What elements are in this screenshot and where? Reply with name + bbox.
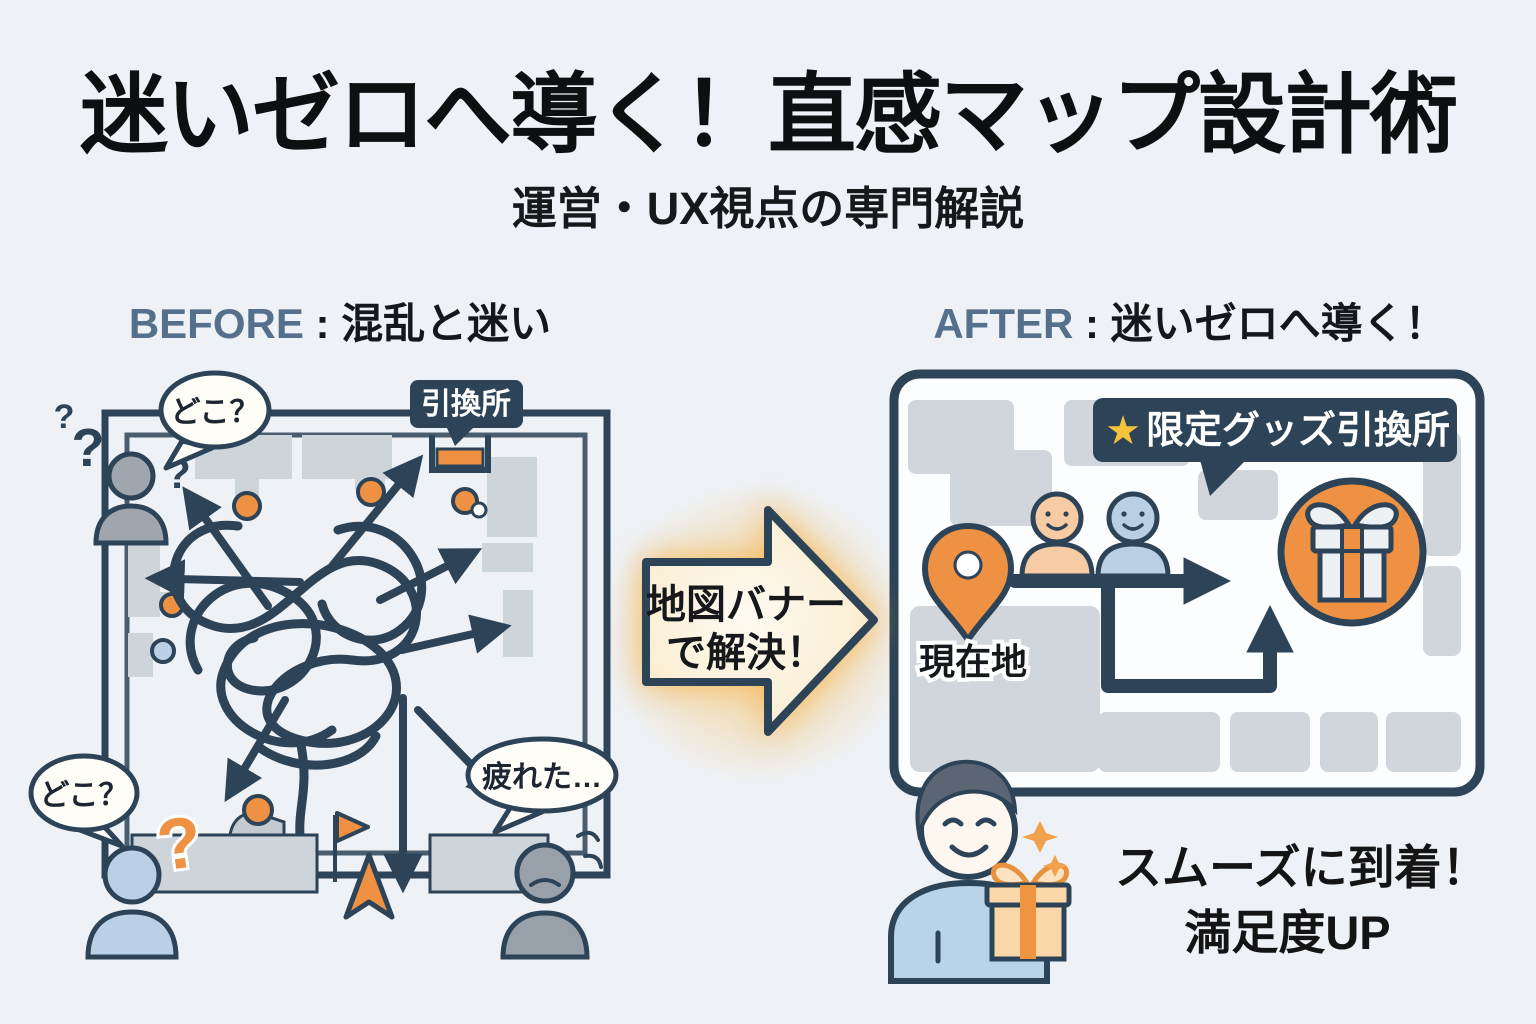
- staff-head-icon: [242, 794, 274, 826]
- arrow-east2-icon: [398, 614, 512, 654]
- attendant-head-icon: [451, 487, 479, 515]
- after-separator: :: [1073, 300, 1111, 347]
- visitor-blue: [1095, 491, 1171, 579]
- sparkle-icon: [1022, 821, 1058, 853]
- arrow-northwest-icon: [182, 486, 272, 610]
- booth-right-1: [487, 457, 537, 537]
- arrow-southwest-icon: [224, 696, 289, 803]
- visitor-peach: [1019, 491, 1095, 579]
- map-block: [1320, 712, 1378, 772]
- map-pin-icon: [921, 522, 1015, 646]
- result-text: スムーズに到着！ 満足度UP: [1115, 836, 1489, 966]
- after-map-illustration: ★ 限定グッズ引換所 現在地: [889, 369, 1485, 797]
- visitor-dot-icon: [150, 638, 176, 664]
- question-mark-icon: ?: [72, 418, 105, 478]
- exchange-kiosk: 引換所: [410, 380, 523, 473]
- before-heading-text: 混乱と迷い: [341, 300, 552, 347]
- page-title: 迷いゼロへ導く！直感マップ設計術: [79, 65, 1458, 164]
- speech-bubble-tired: 疲れた…: [465, 736, 619, 835]
- current-location-label: 現在地: [919, 641, 1027, 682]
- map-block: [1423, 566, 1461, 656]
- before-separator: :: [303, 300, 342, 347]
- tangled-path: [169, 520, 427, 841]
- after-heading: AFTER : 迷いゼロへ導く！: [880, 290, 1500, 351]
- map-block: [1098, 712, 1220, 772]
- before-heading: BEFORE : 混乱と迷い: [40, 290, 640, 351]
- goods-sign-label: 限定グッズ引換所: [1146, 409, 1450, 452]
- attendant-head-icon: [232, 491, 262, 521]
- result-line1: スムーズに到着！: [1115, 841, 1489, 894]
- solution-text-line1: 地図バナー: [646, 583, 846, 627]
- big-right-arrow-icon: [642, 506, 878, 736]
- booth-attendants: [150, 470, 488, 664]
- sweat-icon: [576, 830, 600, 842]
- before-label: BEFORE: [128, 300, 304, 347]
- star-icon: ★: [1105, 409, 1141, 453]
- kiosk-sign: [410, 380, 523, 428]
- person-confused-gray: ? ? ?: [54, 398, 191, 546]
- route-branch-arrow-icon: [1101, 574, 1294, 693]
- bubble-text: どこ？: [170, 396, 259, 429]
- frown-icon: [529, 878, 561, 887]
- smile-icon: [949, 844, 989, 858]
- current-location: 現在地: [915, 522, 1031, 686]
- gift-bow-icon: [990, 862, 1032, 888]
- goods-sign: ★ 限定グッズ引換所: [1093, 398, 1457, 496]
- person-tired: [500, 830, 603, 960]
- kiosk-counter: [435, 447, 485, 468]
- page-subtitle: 運営・UX視点の専門解説: [511, 183, 1025, 234]
- sweat-icon: [583, 853, 603, 869]
- solution-arrow: 地図バナー で解決！: [642, 506, 878, 736]
- arrow-east-icon: [376, 548, 483, 604]
- before-map-illustration: 引換所: [28, 370, 619, 960]
- map-block: [910, 606, 1100, 772]
- map-blocks: [908, 400, 1461, 772]
- counter-left: [130, 833, 319, 894]
- goods-sign-plate: [1093, 398, 1457, 462]
- booth-left-2: [128, 633, 153, 677]
- kiosk-sign-label: 引換所: [421, 388, 511, 421]
- map-block: [1423, 432, 1461, 556]
- sparkle-icon: [1043, 855, 1067, 877]
- speech-bubble-where-top: どこ？: [158, 370, 272, 471]
- after-label: AFTER: [933, 300, 1074, 347]
- map-block: [950, 450, 1052, 526]
- result-line2: 満足度UP: [1184, 905, 1391, 959]
- bubble-text: 疲れた…: [482, 761, 602, 794]
- booth-right-3: [503, 590, 533, 657]
- route-arrows: [1008, 557, 1294, 693]
- hair-icon: [915, 759, 1018, 841]
- map-block: [1230, 712, 1310, 772]
- eye-icon: [942, 817, 964, 827]
- flag-icon: [333, 811, 370, 882]
- eye-icon: [975, 817, 997, 827]
- booth-right-2: [482, 543, 533, 572]
- question-mark-icon: ?: [54, 398, 75, 436]
- map-block: [1386, 712, 1461, 772]
- booth-left-1: [128, 545, 160, 617]
- arrow-west-icon: [144, 559, 304, 600]
- nav-cursor-icon: [343, 852, 395, 920]
- arrival-person: [888, 759, 1072, 984]
- person-confused-blue: ?: [85, 798, 210, 960]
- arrow-northeast-icon: [328, 454, 424, 570]
- after-heading-text: 迷いゼロへ導く！: [1110, 300, 1447, 347]
- gift-booth: [1277, 477, 1427, 627]
- solution-text-line2: で解決！: [666, 631, 826, 675]
- speech-bubble-where-bottom: どこ？: [28, 753, 140, 849]
- bubble-text: どこ？: [39, 779, 128, 812]
